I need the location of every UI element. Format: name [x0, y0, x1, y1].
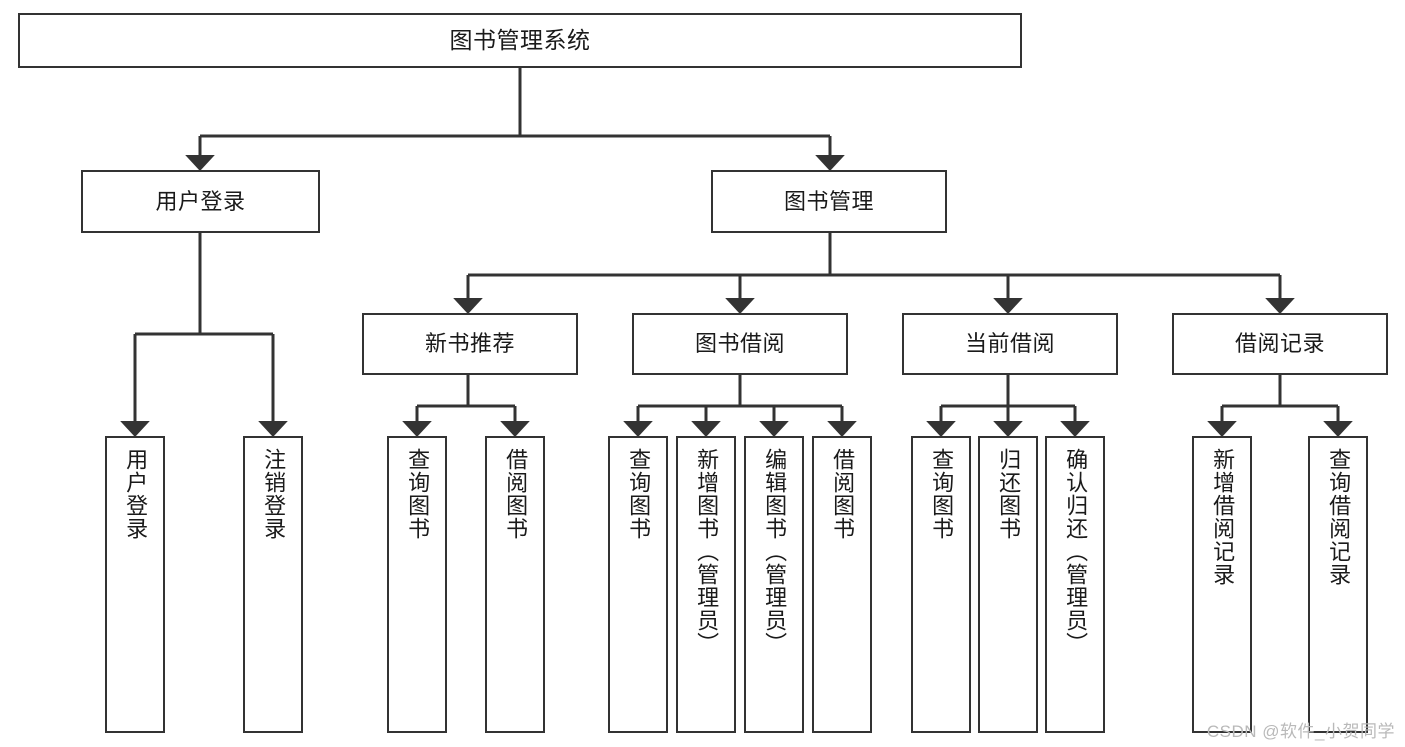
- node-user-login[interactable]: 用户登录: [81, 170, 320, 233]
- watermark-text: CSDN @软件_小贺同学: [1206, 722, 1395, 741]
- node-label: 图书借阅: [694, 331, 785, 357]
- node-label: 用户登录: [155, 188, 246, 214]
- node-label: 当前借阅: [964, 331, 1055, 357]
- node-leaf-confirm-return[interactable]: 确认归还（管理员）: [1045, 436, 1105, 733]
- node-leaf-add-book[interactable]: 新增图书（管理员）: [676, 436, 736, 733]
- node-label: 用户登录: [123, 448, 149, 540]
- node-label: 新书推荐: [424, 331, 515, 357]
- node-root-system[interactable]: 图书管理系统: [18, 13, 1022, 68]
- node-leaf-logout[interactable]: 注销登录: [243, 436, 303, 733]
- node-label: 新增借阅记录: [1210, 448, 1236, 586]
- node-label: 图书管理: [783, 188, 874, 214]
- node-current-borrow[interactable]: 当前借阅: [902, 313, 1118, 375]
- node-label: 借阅记录: [1234, 331, 1325, 357]
- node-book-manage[interactable]: 图书管理: [711, 170, 947, 233]
- node-leaf-query-book-2[interactable]: 查询图书: [608, 436, 668, 733]
- node-label: 借阅图书: [830, 448, 856, 540]
- node-label: 注销登录: [261, 448, 287, 540]
- node-label: 查询图书: [626, 448, 652, 540]
- node-leaf-user-login[interactable]: 用户登录: [105, 436, 165, 733]
- node-label: 确认归还（管理员）: [1063, 448, 1089, 655]
- node-leaf-borrow-book-2[interactable]: 借阅图书: [812, 436, 872, 733]
- node-label: 借阅图书: [503, 448, 529, 540]
- node-borrow-record[interactable]: 借阅记录: [1172, 313, 1388, 375]
- node-leaf-query-record[interactable]: 查询借阅记录: [1308, 436, 1368, 733]
- node-leaf-add-record[interactable]: 新增借阅记录: [1192, 436, 1252, 733]
- node-label: 查询图书: [405, 448, 431, 540]
- node-label: 编辑图书（管理员）: [762, 448, 788, 655]
- node-leaf-edit-book[interactable]: 编辑图书（管理员）: [744, 436, 804, 733]
- node-leaf-query-book-3[interactable]: 查询图书: [911, 436, 971, 733]
- node-leaf-borrow-book-1[interactable]: 借阅图书: [485, 436, 545, 733]
- node-leaf-query-book-1[interactable]: 查询图书: [387, 436, 447, 733]
- node-label: 查询图书: [929, 448, 955, 540]
- node-new-book-recommend[interactable]: 新书推荐: [362, 313, 578, 375]
- node-label: 新增图书（管理员）: [694, 448, 720, 655]
- node-leaf-return-book[interactable]: 归还图书: [978, 436, 1038, 733]
- node-label: 图书管理系统: [449, 27, 591, 54]
- node-label: 归还图书: [996, 448, 1022, 540]
- node-label: 查询借阅记录: [1326, 448, 1352, 586]
- node-book-borrow[interactable]: 图书借阅: [632, 313, 848, 375]
